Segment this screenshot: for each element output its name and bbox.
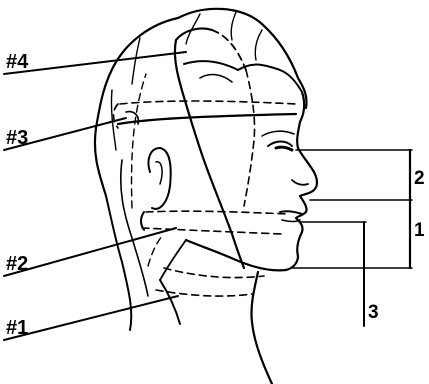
- dimension-3-label: 3: [368, 302, 379, 323]
- callout-1-label: #1: [6, 317, 28, 339]
- leader-1: [4, 296, 178, 340]
- band-2-face: [132, 74, 288, 234]
- leader-lines: [4, 52, 186, 340]
- dimension-lines: [292, 150, 412, 326]
- callout-4-label: #4: [6, 51, 29, 73]
- band-3-forehead: [114, 101, 297, 128]
- leader-2: [4, 228, 176, 276]
- dimension-1-label: 1: [414, 220, 425, 241]
- leader-4: [4, 52, 186, 74]
- head-outline: [95, 9, 317, 384]
- callout-2-label: #2: [6, 253, 28, 275]
- band-1-neck: [148, 236, 264, 296]
- callout-3-label: #3: [6, 127, 28, 149]
- dimension-2-label: 2: [414, 168, 425, 189]
